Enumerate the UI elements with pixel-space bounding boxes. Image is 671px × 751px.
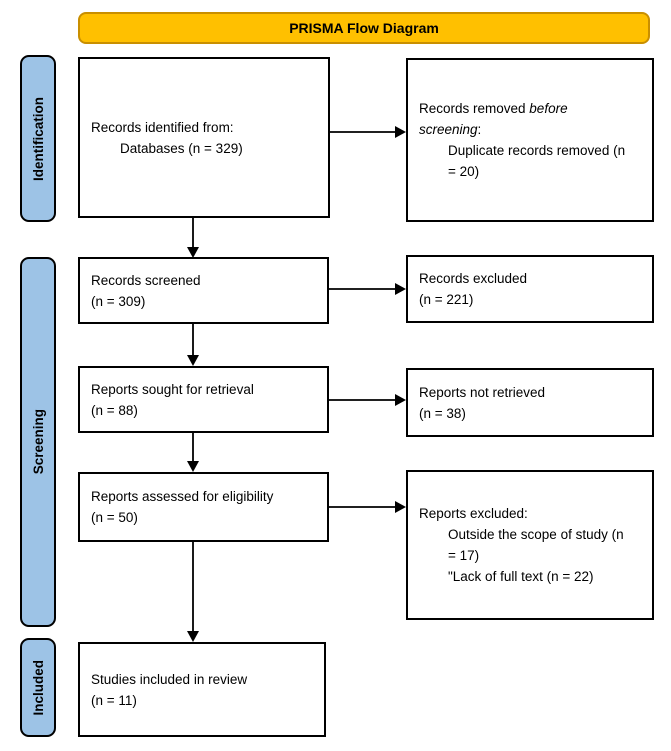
reports-sought-count: (n = 88)	[91, 402, 138, 418]
reports-assessed-line: Reports assessed for eligibility	[91, 489, 274, 504]
box-reports-assessed-content: Reports assessed for eligibility (n = 50…	[80, 486, 327, 528]
stage-label-identification-text: Identification	[30, 96, 46, 181]
duplicate-records-removed-line1: Duplicate records removed (n	[448, 143, 626, 158]
studies-included-line: Studies included in review	[91, 671, 248, 687]
stage-label-identification: Identification	[20, 55, 56, 222]
arrow-sought-to-not-retrieved	[329, 394, 406, 406]
records-screened-line: Records screened	[91, 272, 201, 288]
studies-included-count: (n = 11)	[91, 692, 137, 708]
records-removed-line1: Records removed before	[419, 101, 568, 116]
reports-assessed-count: (n = 50)	[91, 510, 138, 525]
arrow-screened-to-excluded	[329, 283, 406, 295]
box-reports-not-retrieved-content: Reports not retrieved (n = 38)	[408, 382, 652, 424]
box-reports-not-retrieved: Reports not retrieved (n = 38)	[406, 368, 654, 437]
reports-not-retrieved-count: (n = 38)	[419, 405, 466, 421]
duplicate-records-removed-line2: = 20)	[448, 164, 480, 179]
records-screened-count: (n = 309)	[91, 293, 146, 309]
records-identified-line: Records identified from:	[91, 119, 234, 135]
reports-not-retrieved-line: Reports not retrieved	[419, 384, 546, 400]
box-studies-included-content: Studies included in review (n = 11)	[80, 669, 324, 711]
arrow-identified-to-removed	[330, 126, 406, 138]
box-records-excluded-content: Records excluded (n = 221)	[408, 268, 652, 310]
reports-excluded-reason1-line1: Outside the scope of study (n	[448, 527, 624, 542]
reports-sought-line: Reports sought for retrieval	[91, 381, 254, 397]
reports-excluded-line: Reports excluded:	[419, 506, 528, 521]
records-identified-databases-count: Databases (n = 329)	[120, 140, 243, 156]
box-reports-assessed: Reports assessed for eligibility (n = 50…	[78, 472, 329, 542]
arrow-screened-to-sought	[187, 324, 199, 366]
box-records-identified-content: Records identified from: Databases (n = …	[80, 117, 328, 159]
stage-label-included-text: Included	[30, 659, 46, 716]
box-records-removed-content: Records removed before screening: Duplic…	[408, 98, 652, 182]
stage-label-screening-text: Screening	[30, 409, 46, 475]
box-records-identified: Records identified from: Databases (n = …	[78, 57, 330, 218]
arrow-assessed-to-reports-excluded	[329, 501, 406, 513]
box-records-excluded: Records excluded (n = 221)	[406, 255, 654, 323]
stage-label-screening: Screening	[20, 257, 56, 627]
records-excluded-line: Records excluded	[419, 271, 528, 286]
box-reports-excluded: Reports excluded: Outside the scope of s…	[406, 470, 654, 620]
diagram-title: PRISMA Flow Diagram	[78, 12, 650, 44]
arrow-sought-to-assessed	[187, 433, 199, 472]
box-records-screened-content: Records screened (n = 309)	[80, 270, 327, 312]
box-reports-sought: Reports sought for retrieval (n = 88)	[78, 366, 329, 433]
box-studies-included: Studies included in review (n = 11)	[78, 642, 326, 737]
reports-excluded-reason2: "Lack of full text (n = 22)	[448, 569, 594, 584]
stage-label-included: Included	[20, 638, 56, 737]
arrow-assessed-to-studies-included	[187, 542, 199, 642]
box-records-screened: Records screened (n = 309)	[78, 257, 329, 324]
records-excluded-count: (n = 221)	[419, 292, 474, 307]
box-reports-sought-content: Reports sought for retrieval (n = 88)	[80, 379, 327, 421]
arrow-identified-to-screened	[187, 218, 199, 258]
records-removed-line2: screening:	[419, 122, 482, 137]
box-records-removed: Records removed before screening: Duplic…	[406, 58, 654, 222]
reports-excluded-reason1-line2: = 17)	[448, 548, 480, 563]
box-reports-excluded-content: Reports excluded: Outside the scope of s…	[408, 503, 652, 587]
